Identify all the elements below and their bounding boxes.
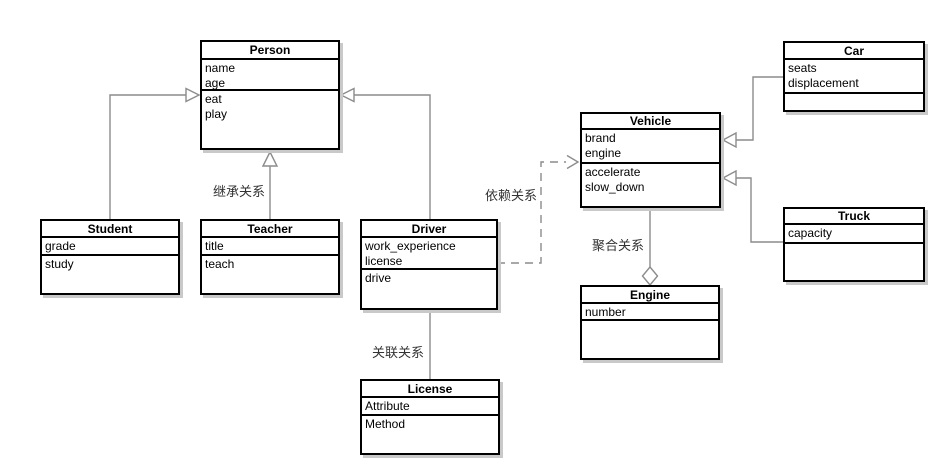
class-license[interactable]: License Attribute Method bbox=[360, 379, 500, 455]
attribute-row: brand bbox=[585, 131, 616, 145]
attribute-row: seats bbox=[788, 61, 817, 75]
edge-label-association: 关联关系 bbox=[371, 345, 426, 360]
class-person[interactable]: Person name age eat play bbox=[200, 40, 340, 150]
attribute-row: work_experience bbox=[365, 239, 456, 253]
edge-teacher-person-inheritance[interactable] bbox=[261, 150, 279, 219]
attribute-row: displacement bbox=[788, 76, 859, 90]
attributes-section: grade bbox=[42, 238, 178, 256]
attribute-row: grade bbox=[45, 239, 76, 253]
class-title: Truck bbox=[785, 209, 923, 225]
class-title: Student bbox=[42, 221, 178, 238]
class-teacher[interactable]: Teacher title teach bbox=[200, 219, 340, 295]
methods-section bbox=[785, 94, 923, 110]
attributes-section: Attribute bbox=[362, 398, 498, 416]
method-row: eat bbox=[205, 92, 222, 106]
methods-section bbox=[582, 321, 718, 358]
edge-student-person-inheritance[interactable] bbox=[109, 87, 201, 220]
method-row: Method bbox=[365, 417, 406, 431]
attributes-section: capacity bbox=[785, 225, 923, 244]
class-truck[interactable]: Truck capacity bbox=[783, 207, 925, 282]
attributes-section: brand engine bbox=[582, 130, 719, 164]
method-row: drive bbox=[365, 271, 392, 285]
attributes-section: title bbox=[202, 238, 338, 256]
hollow-triangle-arrowhead bbox=[721, 169, 737, 187]
class-engine[interactable]: Engine number bbox=[580, 285, 720, 360]
attributes-section: seats displacement bbox=[785, 60, 923, 94]
attributes-section: name age bbox=[202, 60, 338, 91]
methods-section: study bbox=[42, 256, 178, 293]
method-row: accelerate bbox=[585, 165, 641, 179]
edge-car-vehicle-inheritance[interactable] bbox=[721, 76, 783, 149]
attribute-row: Attribute bbox=[365, 399, 410, 413]
attribute-row: license bbox=[365, 254, 403, 268]
class-title: Vehicle bbox=[582, 114, 719, 130]
attributes-section: work_experience license bbox=[362, 238, 496, 270]
method-row: study bbox=[45, 257, 74, 271]
edge-driver-vehicle-dependency[interactable] bbox=[497, 154, 580, 264]
class-student[interactable]: Student grade study bbox=[40, 219, 180, 295]
attribute-row: number bbox=[585, 305, 626, 319]
edge-label-dependency: 依赖关系 bbox=[484, 188, 539, 203]
hollow-triangle-arrowhead bbox=[185, 87, 201, 103]
class-title: Engine bbox=[582, 287, 718, 304]
hollow-triangle-arrowhead bbox=[721, 131, 737, 149]
hollow-diamond-arrowhead bbox=[641, 265, 659, 287]
attribute-row: title bbox=[205, 239, 224, 253]
attribute-row: engine bbox=[585, 146, 622, 160]
methods-section: Method bbox=[362, 416, 498, 453]
method-row: teach bbox=[205, 257, 235, 271]
edge-label-aggregation: 聚合关系 bbox=[591, 238, 646, 253]
attribute-row: name bbox=[205, 61, 236, 75]
methods-section: accelerate slow_down bbox=[582, 164, 719, 206]
methods-section: eat play bbox=[202, 91, 338, 148]
edge-truck-vehicle-inheritance[interactable] bbox=[721, 169, 783, 243]
method-row: slow_down bbox=[585, 180, 645, 194]
method-row: play bbox=[205, 107, 228, 121]
hollow-triangle-arrowhead bbox=[261, 150, 279, 167]
attribute-row: age bbox=[205, 76, 226, 90]
methods-section: drive bbox=[362, 270, 496, 308]
class-vehicle[interactable]: Vehicle brand engine accelerate slow_dow… bbox=[580, 112, 721, 208]
class-driver[interactable]: Driver work_experience license drive bbox=[360, 219, 498, 310]
attributes-section: number bbox=[582, 304, 718, 321]
class-title: Driver bbox=[362, 221, 496, 238]
hollow-triangle-arrowhead bbox=[339, 87, 355, 103]
methods-section: teach bbox=[202, 256, 338, 293]
edge-label-inheritance: 继承关系 bbox=[212, 184, 267, 199]
class-car[interactable]: Car seats displacement bbox=[783, 41, 925, 112]
open-arrowhead bbox=[566, 154, 580, 170]
class-title: Person bbox=[202, 42, 338, 60]
class-title: Teacher bbox=[202, 221, 338, 238]
class-title: Car bbox=[785, 43, 923, 60]
edge-driver-person-inheritance[interactable] bbox=[339, 87, 431, 220]
class-title: License bbox=[362, 381, 498, 398]
methods-section bbox=[785, 244, 923, 280]
attribute-row: capacity bbox=[788, 226, 833, 240]
